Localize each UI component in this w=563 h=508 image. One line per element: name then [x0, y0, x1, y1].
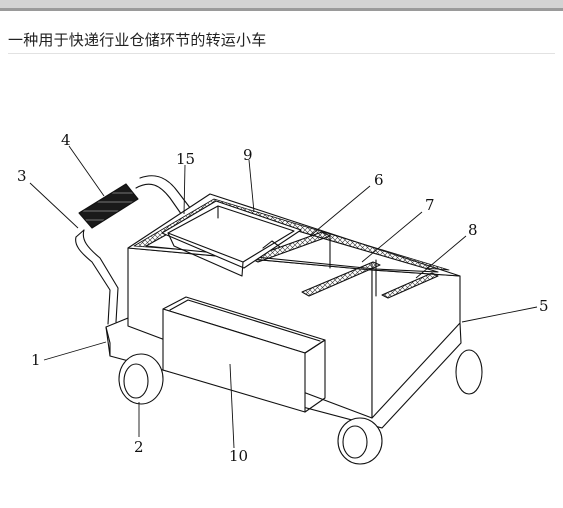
callout-9: 9	[243, 146, 253, 164]
callout-4: 4	[61, 131, 71, 149]
side-pocket	[162, 296, 326, 413]
header-bar-rule	[0, 8, 563, 11]
callout-2: 2	[134, 438, 144, 456]
title-divider	[8, 53, 555, 54]
wheel-rear-left	[118, 353, 164, 405]
callout-6: 6	[374, 171, 384, 189]
page-title: 一种用于快递行业仓储环节的转运小车	[8, 31, 267, 49]
handle-grip	[78, 183, 139, 229]
wheel-rear-right	[455, 349, 483, 395]
partition-mesh-8	[375, 259, 439, 299]
handle-frame	[75, 175, 195, 325]
callout-7: 7	[425, 196, 435, 214]
callout-5: 5	[539, 297, 549, 315]
callout-3: 3	[17, 167, 27, 185]
partition-mesh-7	[301, 235, 381, 297]
callout-10: 10	[229, 447, 248, 465]
header-bar	[0, 0, 563, 8]
wheel-front-right	[337, 417, 383, 465]
callout-1: 1	[31, 351, 41, 369]
callout-8: 8	[468, 221, 478, 239]
callout-15: 15	[176, 150, 195, 168]
removable-tray	[161, 200, 302, 277]
